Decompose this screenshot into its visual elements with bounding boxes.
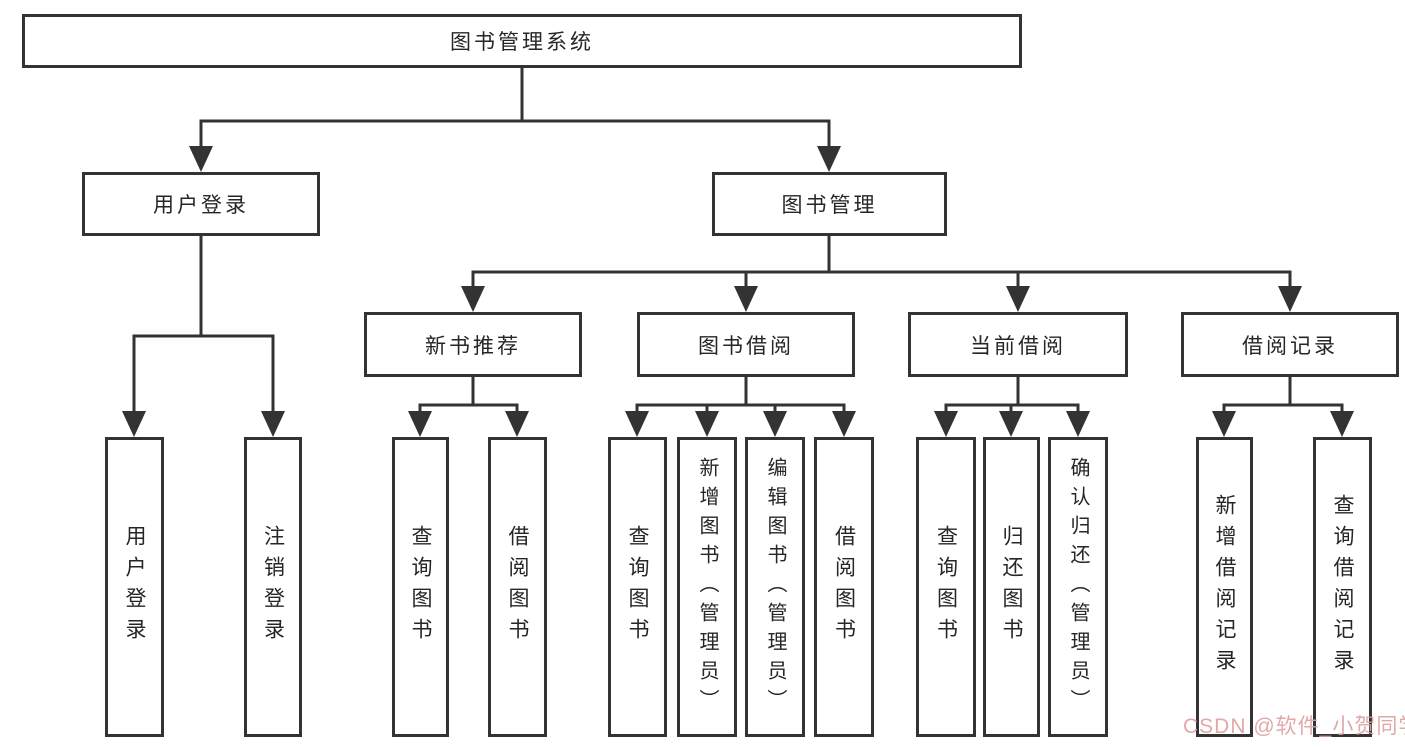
leaf-confirm-return-admin: 确认归还（管理员） (1048, 437, 1108, 737)
leaf-add-books-admin: 新增图书（管理员） (677, 437, 737, 737)
connector-bars (132, 119, 1344, 412)
leaf-borrow-books-recommend: 借阅图书 (488, 437, 547, 737)
leaf-query-books-current-label: 查询图书 (934, 525, 958, 649)
leaf-query-books-current: 查询图书 (916, 437, 976, 737)
leaf-query-books-borrowing-label: 查询图书 (626, 525, 649, 649)
leaf-query-books-borrowing: 查询图书 (608, 437, 667, 737)
node-new-book-recommend-label: 新书推荐 (425, 334, 521, 358)
leaf-user-login-label: 用户登录 (123, 525, 146, 649)
node-current-borrowing-label: 当前借阅 (970, 334, 1066, 358)
leaf-query-books-recommend-label: 查询图书 (409, 525, 432, 649)
leaf-add-borrow-record-label: 新增借阅记录 (1213, 494, 1236, 680)
leaf-borrow-books: 借阅图书 (814, 437, 874, 737)
node-current-borrowing: 当前借阅 (908, 312, 1128, 377)
leaf-user-login: 用户登录 (105, 437, 164, 737)
connector-stems (199, 67, 1292, 405)
leaf-query-books-recommend: 查询图书 (392, 437, 449, 737)
node-book-management-label: 图书管理 (781, 194, 878, 217)
node-new-book-recommend: 新书推荐 (364, 312, 582, 377)
leaf-logout: 注销登录 (244, 437, 302, 737)
leaf-confirm-return-admin-label: 确认归还（管理员） (1067, 456, 1089, 718)
csdn-watermark: CSDN @软件_小贺同学 (1183, 715, 1405, 738)
node-borrow-records: 借阅记录 (1181, 312, 1399, 377)
leaf-logout-label: 注销登录 (261, 525, 285, 649)
node-root-system: 图书管理系统 (22, 14, 1022, 68)
arrowhead-icons (122, 146, 1354, 437)
node-book-management: 图书管理 (712, 172, 947, 236)
leaf-query-borrow-record: 查询借阅记录 (1313, 437, 1372, 737)
node-book-borrowing-label: 图书借阅 (698, 334, 794, 358)
leaf-borrow-books-recommend-label: 借阅图书 (506, 525, 529, 649)
leaf-query-borrow-record-label: 查询借阅记录 (1331, 494, 1354, 680)
leaf-borrow-books-label: 借阅图书 (832, 525, 856, 649)
node-root-system-label: 图书管理系统 (450, 31, 594, 54)
leaf-return-books-label: 归还图书 (1000, 525, 1023, 649)
node-book-borrowing: 图书借阅 (637, 312, 855, 377)
leaf-edit-books-admin-label: 编辑图书（管理员） (764, 456, 786, 718)
leaf-add-books-admin-label: 新增图书（管理员） (696, 456, 718, 718)
leaf-edit-books-admin: 编辑图书（管理员） (745, 437, 805, 737)
node-user-login-group: 用户登录 (82, 172, 320, 236)
leaf-return-books: 归还图书 (983, 437, 1040, 737)
node-user-login-group-label: 用户登录 (153, 194, 249, 217)
node-borrow-records-label: 借阅记录 (1242, 334, 1338, 358)
leaf-add-borrow-record: 新增借阅记录 (1196, 437, 1253, 737)
